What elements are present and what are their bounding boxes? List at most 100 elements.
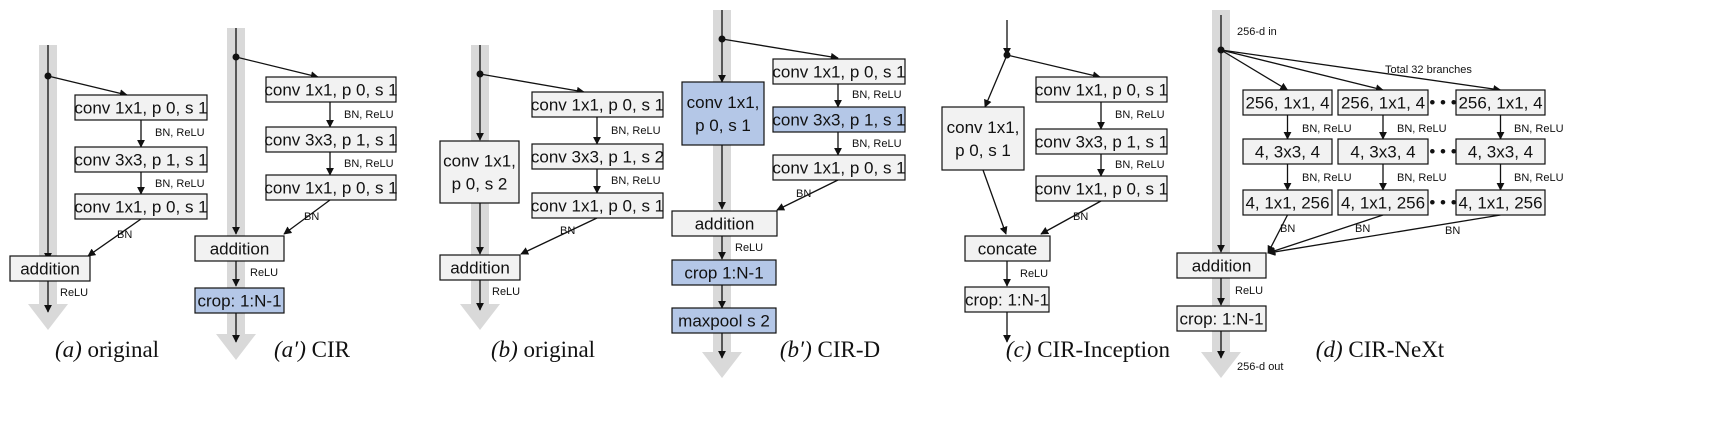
panel-caption: (a) original: [55, 337, 159, 362]
conv-box: [265, 174, 397, 201]
annotation-label: BN, ReLU: [1302, 123, 1352, 135]
branch-conv-box-label: conv 1x1, p 0, s 1: [947, 118, 1020, 160]
connector-line: [1267, 214, 1289, 254]
ellipsis: • • •: [1429, 142, 1456, 161]
annotation-label: ReLU: [250, 267, 278, 279]
caption-letter: (a): [55, 337, 82, 362]
conv-box: [531, 91, 664, 118]
label-line: crop: 1:N-1: [197, 291, 281, 310]
connector-line: [982, 169, 1008, 235]
label-line: 4, 1x1, 256: [1458, 193, 1542, 212]
label-line: conv 1x1, p 0, s 1: [772, 62, 905, 81]
label-line: conv 1x1, p 0, s 1: [74, 197, 207, 216]
conv-box: [74, 146, 208, 173]
conv-box-label: conv 3x3, p 1, s 1: [74, 150, 207, 169]
branch-conv-box: [941, 106, 1025, 171]
merge-box-label: addition: [210, 239, 270, 258]
concat-box-label: concate: [978, 239, 1038, 258]
label-line: 4, 3x3, 4: [1350, 142, 1415, 161]
caption-letter: (a′): [274, 337, 306, 362]
conv-box: [1035, 175, 1168, 202]
connector-line: [1267, 214, 1384, 255]
conv-box: [265, 76, 397, 103]
conv-box: [74, 193, 208, 220]
label-line: crop: 1:N-1: [965, 290, 1049, 309]
panel-caption: (b′) CIR-D: [780, 337, 880, 362]
label-line: conv 3x3, p 1, s 1: [264, 130, 397, 149]
annotation-label: BN, ReLU: [1397, 172, 1447, 184]
label-line: 4, 1x1, 256: [1245, 193, 1329, 212]
merge-box: [1176, 252, 1267, 279]
label-line: p 0, s 1: [955, 141, 1011, 160]
label-line: conv 1x1, p 0, s 1: [531, 196, 664, 215]
conv-box-label: conv 1x1, p 0, s 1: [1035, 179, 1168, 198]
branch-box-label: 4, 1x1, 256: [1245, 193, 1329, 212]
label-line: conv 3x3, p 1, s 1: [74, 150, 207, 169]
label-line: conv 1x1, p 0, s 1: [264, 178, 397, 197]
conv-box-label: conv 1x1, p 0, s 1: [772, 158, 905, 177]
branch-box-label: 4, 3x3, 4: [1468, 142, 1533, 161]
label-line: conv 1x1,: [947, 118, 1020, 137]
branch-box: [1455, 89, 1546, 116]
label-line: addition: [1192, 256, 1252, 275]
label-line: addition: [695, 214, 755, 233]
merge-box-label: addition: [450, 258, 510, 277]
annotation-label: ReLU: [735, 242, 763, 254]
annotation-label: ReLU: [492, 286, 520, 298]
merge-box: [9, 255, 91, 282]
annotation-label: BN, ReLU: [344, 158, 394, 170]
caption-letter: (c): [1006, 337, 1032, 362]
conv-box: [265, 126, 397, 153]
annotation-label: ReLU: [60, 287, 88, 299]
branch-box-label: 256, 1x1, 4: [1458, 93, 1542, 112]
annotation-label: BN: [560, 225, 575, 237]
label-line: addition: [450, 258, 510, 277]
annotation-label: 256-d in: [1237, 26, 1277, 38]
conv-box: [531, 192, 664, 219]
merge-box-label: addition: [1192, 256, 1252, 275]
conv-box-label: conv 3x3, p 1, s 1: [1035, 132, 1168, 151]
merge-box: [671, 210, 778, 237]
branch-box: [1455, 138, 1546, 165]
annotation-label: BN, ReLU: [155, 127, 205, 139]
crop-box: [964, 286, 1050, 313]
label-line: crop: 1:N-1: [1179, 309, 1263, 328]
label-line: 256, 1x1, 4: [1458, 93, 1542, 112]
annotation-label: BN, ReLU: [852, 89, 902, 101]
branch-box: [1337, 89, 1429, 116]
conv-box-label: conv 3x3, p 1, s 1: [264, 130, 397, 149]
panel-caption: (c) CIR-Inception: [1006, 337, 1171, 362]
conv-box-label: conv 3x3, p 1, s 1: [772, 110, 905, 129]
conv-box-label: conv 1x1, p 0, s 1: [1035, 80, 1168, 99]
annotation-label: 256-d out: [1237, 361, 1283, 373]
annotation-label: BN: [796, 188, 811, 200]
maxpool-box-label: maxpool s 2: [678, 311, 770, 330]
conv-box-label: conv 1x1, p 0, s 1: [264, 80, 397, 99]
label-line: conv 3x3, p 1, s 1: [772, 110, 905, 129]
annotation-label: BN, ReLU: [1115, 159, 1165, 171]
shortcut-conv-box: [439, 140, 520, 204]
connector-line: [87, 218, 142, 257]
shortcut-conv-box-label: conv 1x1,p 0, s 1: [687, 93, 760, 135]
caption-letter: (b): [491, 337, 518, 362]
connector-line: [235, 56, 319, 80]
annotation-label: BN, ReLU: [1514, 123, 1564, 135]
merge-box-label: addition: [695, 214, 755, 233]
annotation-label: BN, ReLU: [1302, 172, 1352, 184]
annotation-label: BN, ReLU: [344, 109, 394, 121]
label-line: crop 1:N-1: [684, 263, 763, 282]
caption-letter: (d): [1316, 337, 1343, 362]
connector-line: [520, 217, 598, 255]
conv-box: [772, 58, 906, 85]
annotation-label: BN, ReLU: [611, 175, 661, 187]
label-line: conv 1x1,: [443, 151, 516, 170]
conv-box-label: conv 1x1, p 0, s 1: [531, 196, 664, 215]
annotation-label: BN: [1073, 211, 1088, 223]
label-line: 4, 1x1, 256: [1341, 193, 1425, 212]
crop-box-label: crop: 1:N-1: [1179, 309, 1263, 328]
annotation-label: BN, ReLU: [1514, 172, 1564, 184]
branch-line: [1220, 49, 1289, 91]
crop-box-label: crop 1:N-1: [684, 263, 763, 282]
annotation-label: BN: [1280, 223, 1295, 235]
